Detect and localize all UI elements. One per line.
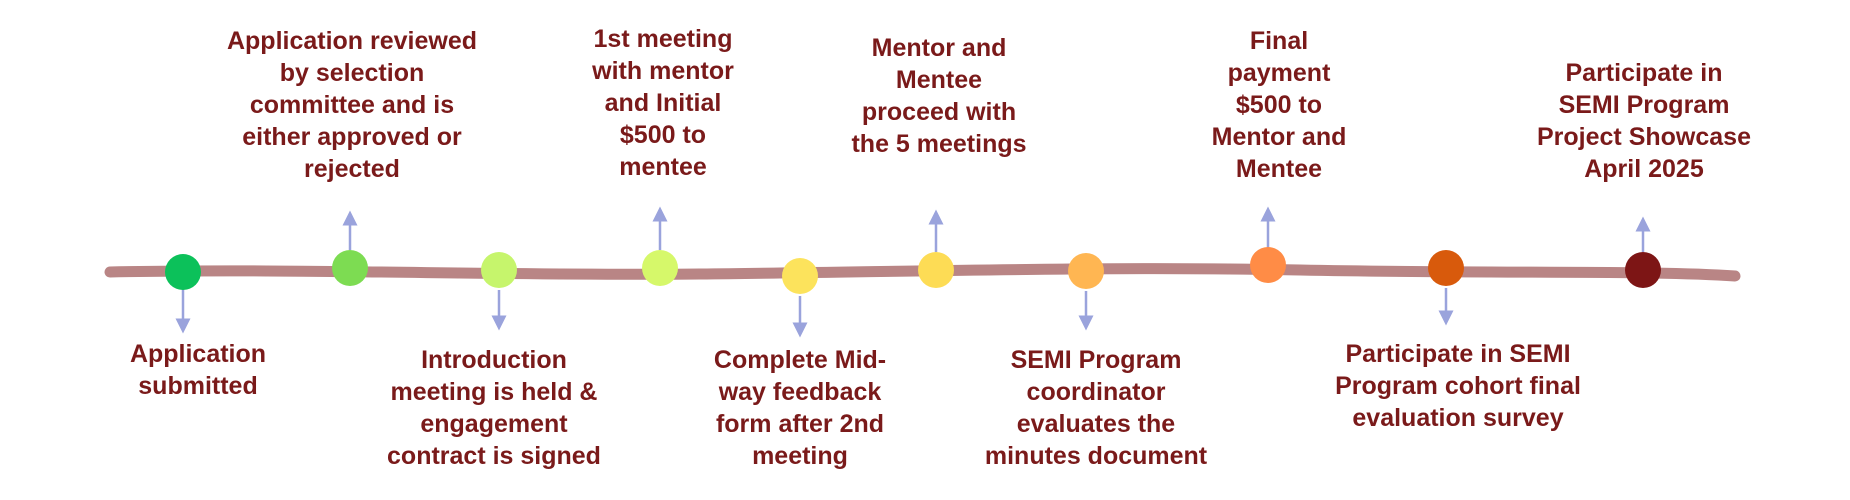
milestone-label: Final payment $500 to Mentor and Mentee [1211,27,1347,183]
milestone-label: Application reviewed by selection commit… [226,27,478,183]
milestone-dot [1428,250,1464,286]
milestone-label: Complete Mid- way feedback form after 2n… [713,346,887,470]
milestone-dot [1068,253,1104,289]
milestone-label: Mentor and Mentee proceed with the 5 mee… [851,34,1027,158]
milestone-label: Participate in SEMI Program Project Show… [1537,59,1751,183]
milestone-label: Application submitted [129,340,267,400]
milestone-dot [481,252,517,288]
milestone-label: Introduction meeting is held & engagemen… [387,346,601,470]
milestone-dot [165,254,201,290]
milestone-dot [332,250,368,286]
milestone-label: SEMI Program coordinator evaluates the m… [984,346,1208,470]
milestone-dot [1625,252,1661,288]
milestone-dot [782,258,818,294]
milestone-label: Participate in SEMI Program cohort final… [1335,340,1581,432]
milestone-dot [642,250,678,286]
milestone-label: 1st meeting with mentor and Initial $500… [592,25,734,181]
milestone-dot [1250,247,1286,283]
milestone-dot [918,252,954,288]
